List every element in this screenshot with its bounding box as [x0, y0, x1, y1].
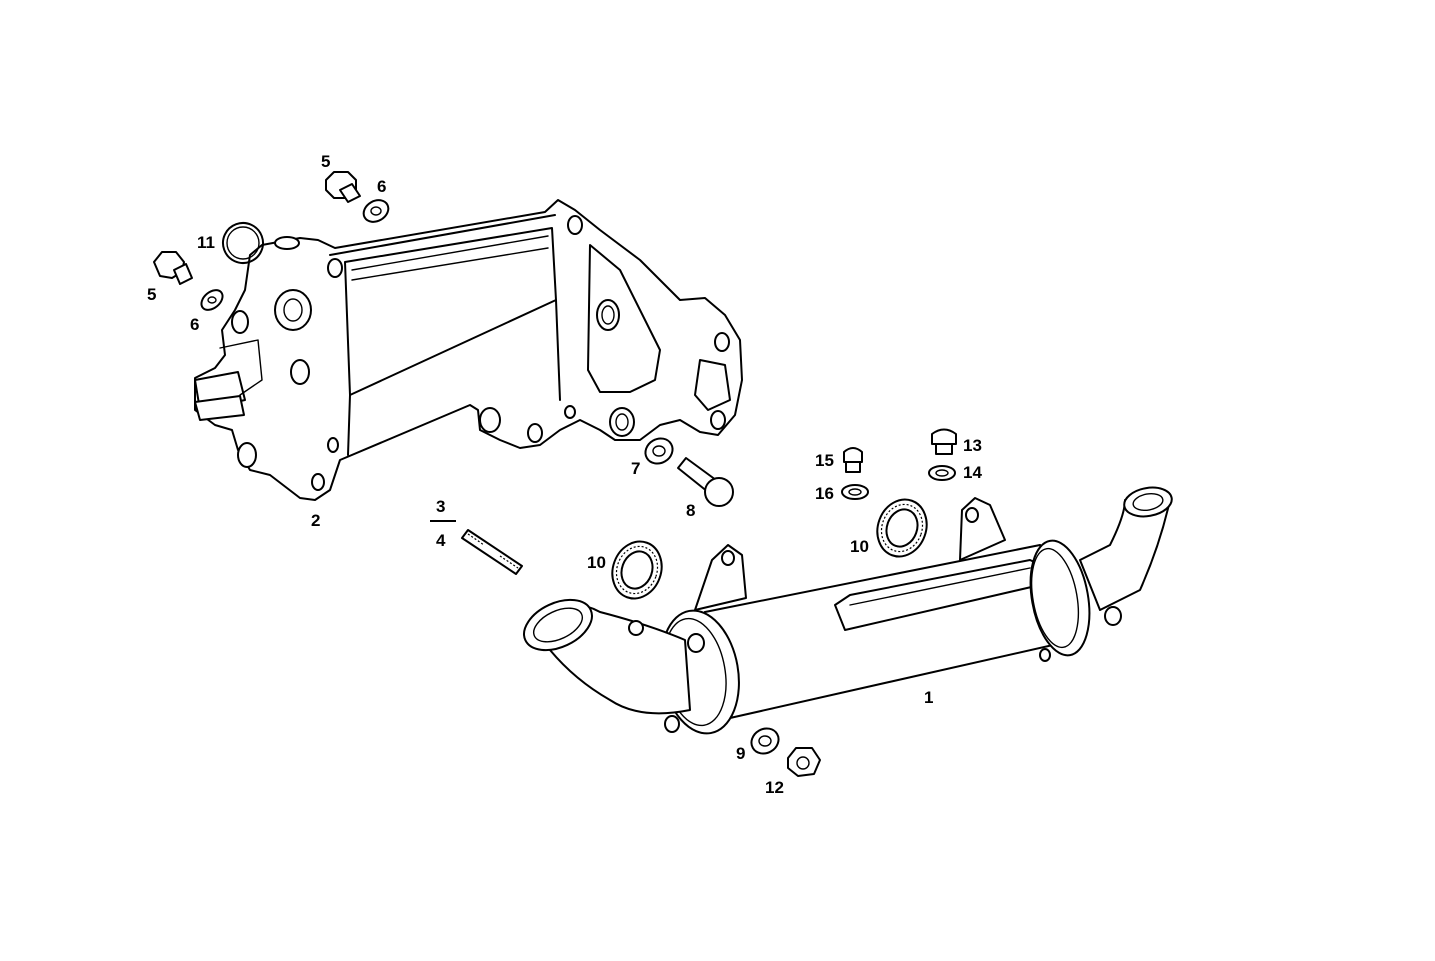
- bolt-5-left: [153, 251, 193, 285]
- washer-7: [644, 437, 674, 465]
- callout-5-top: 5: [321, 152, 330, 171]
- cooler-part-1: [523, 486, 1173, 735]
- gasket-10-right: [876, 498, 928, 558]
- callout-10-left: 10: [587, 553, 606, 572]
- bracket-part-2: [194, 199, 743, 501]
- callout-12: 12: [765, 778, 784, 797]
- washer-6-top: [362, 199, 390, 223]
- callout-3: 3: [436, 497, 445, 516]
- callout-16: 16: [815, 484, 834, 503]
- plug-13: [931, 428, 957, 455]
- callout-13: 13: [963, 436, 982, 455]
- callout-11: 11: [197, 233, 215, 252]
- callout-15: 15: [815, 451, 834, 470]
- callout-7: 7: [631, 459, 640, 478]
- washer-16: [841, 484, 869, 500]
- washer-6-left: [200, 289, 224, 311]
- callout-4: 4: [436, 531, 446, 550]
- nut-12: [787, 747, 821, 777]
- callout-2: 2: [311, 511, 320, 530]
- callout-14: 14: [963, 463, 982, 482]
- plug-15: [843, 447, 863, 473]
- bolt-5-top: [325, 171, 361, 203]
- washer-9: [750, 727, 780, 755]
- callout-5-left: 5: [147, 285, 156, 304]
- callout-6-top: 6: [377, 177, 386, 196]
- stud-3-4: [461, 529, 523, 575]
- bolt-8: [677, 457, 734, 507]
- gasket-10-left: [611, 540, 663, 600]
- callout-6-left: 6: [190, 315, 199, 334]
- washer-14: [928, 465, 956, 481]
- callout-9: 9: [736, 744, 745, 763]
- callout-1: 1: [924, 688, 933, 707]
- callout-10-right: 10: [850, 537, 869, 556]
- callout-8: 8: [686, 501, 695, 520]
- o-ring-11: [222, 222, 264, 264]
